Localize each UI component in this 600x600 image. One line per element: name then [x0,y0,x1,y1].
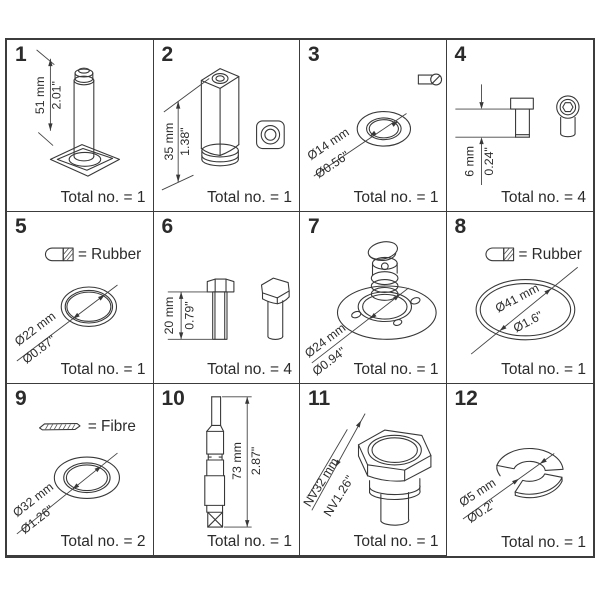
screw-side-view [454,97,534,138]
dimension-annotation: Ø14 mm Ø0.56" [305,113,407,181]
legend-label: = Fibre [88,418,136,435]
part-number: 8 [454,215,467,238]
part-number: 12 [454,387,478,410]
part-cell-8: 8 = Rubber Ø41 mm Ø1.6" Total no [446,212,593,384]
dim-mm-label: 35 mm [162,123,176,161]
nut-top-view [255,120,285,150]
dimension-annotation: 73 mm 2.87" [221,396,262,528]
dimension-annotation: Ø41 mm Ø1.6" [470,266,578,355]
part-drawing-piston: 51 mm 2.01" [33,49,120,177]
total-count-label: Total no. = 1 [60,189,146,206]
bolt-side-view [206,278,234,340]
part-drawing-adapter: 35 mm 1.38" [161,68,285,191]
dimension-annotation: Ø5 mm Ø0.2" [456,453,555,526]
total-count-label: Total no. = 1 [207,533,292,550]
part-drawing-valve-plate: Ø24 mm Ø0.94" [302,241,437,378]
dimension-annotation: 51 mm 2.01" [33,49,64,146]
part-number: 7 [308,215,320,238]
part-drawing-clip-washer: Ø5 mm Ø0.2" [456,447,564,526]
stem-outline [203,396,225,528]
dim-in-label: 2.87" [248,447,262,475]
dim-in-label: 2.01" [50,81,64,109]
legend-label: = Rubber [518,246,581,263]
dim-in-label: Ø1.6" [511,308,545,335]
part-cell-11: 11 [300,384,447,556]
total-count-label: Total no. = 1 [353,189,439,206]
part-cell-3: 3 Ø14 mm Ø0.56" Total no. = 1 [300,40,447,212]
dim-mm-label: 51 mm [33,76,47,114]
part-number: 3 [308,43,320,66]
part-cell-2: 2 [153,40,300,212]
part-drawing-oring: = Rubber Ø22 mm Ø0.87" [12,246,141,367]
dimension-annotation: 35 mm 1.38" [161,78,210,191]
part-drawing-hex-plug: NV32 mm NV1.26" [301,413,432,526]
socket-screw-view [555,95,580,138]
part-cell-12: 12 Ø5 mm Ø0.2" Total no. = 1 [447,384,594,556]
part-number: 1 [15,43,27,66]
dim-mm-label: 6 mm [462,146,476,177]
clip-washer-outline [495,447,564,499]
part-drawing-bolt: 20 mm 0.79" [162,277,290,340]
part-cell-7: 7 Ø24 mm [300,212,447,384]
parts-grid: 1 51 mm 2.01" [5,38,595,558]
dimension-annotation: NV32 mm NV1.26" [301,413,366,519]
part-cell-1: 1 51 mm 2.01" [7,40,154,212]
bolt-3d-view [260,277,290,340]
total-count-label: Total no. = 1 [501,534,586,551]
part-drawing-stem: 73 mm 2.87" [203,396,262,528]
total-count-label: Total no. = 1 [353,361,439,378]
total-count-label: Total no. = 1 [207,189,292,206]
dimension-annotation: Ø32 mm Ø1.26" [10,452,118,537]
hex-plug-outline [357,429,432,526]
dimension-annotation: 20 mm 0.79" [162,291,213,340]
rubber-swatch-icon [44,247,74,262]
total-count-label: Total no. = 1 [60,361,146,378]
part-number: 10 [161,387,185,410]
oring-outline [475,279,575,341]
part-cell-10: 10 [153,384,300,556]
dim-in-label: 0.24" [482,147,496,175]
dim-in-label: 1.38" [177,127,191,155]
part-number: 2 [161,43,174,66]
washer-outline [356,110,412,147]
dim-mm-label: 73 mm [230,442,244,480]
valve-plate-outline [336,241,437,340]
total-count-label: Total no. = 2 [60,533,146,550]
part-number: 5 [15,215,27,238]
part-cell-9: 9 = Fibre Ø32 mm [7,384,154,556]
legend-label: = Rubber [78,246,141,263]
adapter-outline [200,68,239,167]
total-count-label: Total no. = 1 [501,361,586,378]
oring-outline [60,286,118,327]
part-drawing-gasket-large: = Rubber Ø41 mm Ø1.6" [470,246,581,355]
gasket-outline [53,456,120,499]
dim-in-label: 0.79" [182,301,196,329]
part-number: 9 [15,387,27,410]
rubber-swatch-icon [484,247,514,262]
dim-mm-label: 20 mm [162,297,176,335]
fibre-swatch-icon [39,422,81,431]
total-count-label: Total no. = 1 [353,533,439,550]
part-cell-5: 5 = Rubber Ø22 mm Ø0.87" [7,212,154,384]
piston-outline [49,67,120,177]
total-count-label: Total no. = 4 [207,361,292,378]
part-drawing-washer: Ø14 mm Ø0.56" [305,73,443,181]
part-drawing-fibre-gasket: = Fibre Ø32 mm Ø1.26" [10,418,136,537]
part-number: 4 [454,43,467,66]
total-count-label: Total no. = 4 [501,189,586,206]
part-drawing-screw: 6 mm 0.24" [454,84,580,186]
part-number: 11 [308,387,331,410]
part-cell-4: 4 6 mm 0.24" [446,40,593,212]
part-cell-6: 6 20 mm 0 [153,212,300,384]
plug-side-icon [417,73,443,86]
dimension-annotation: 6 mm 0.24" [462,84,496,186]
part-number: 6 [161,215,174,238]
